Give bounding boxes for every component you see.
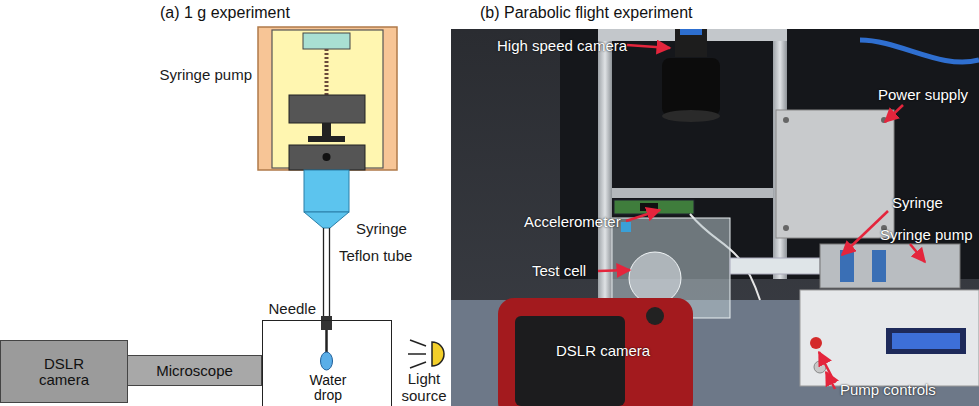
- node-text: Microscope: [156, 363, 233, 379]
- photo-label: Syringe pump: [880, 226, 973, 243]
- node-text: Water drop: [300, 373, 356, 403]
- leader-lines: [598, 45, 925, 389]
- water-drop: [321, 352, 333, 370]
- syringe: [304, 170, 349, 318]
- panel-title: (a) 1 g experiment: [160, 4, 290, 21]
- light-source: [408, 340, 444, 368]
- photo-label: Syringe: [892, 194, 943, 211]
- photo: [451, 29, 979, 406]
- photo-label: Accelerometer: [524, 213, 621, 230]
- syringe-pump: [258, 27, 397, 170]
- photo-label: Pump controls: [840, 381, 936, 398]
- part-label: Syringe pump: [159, 66, 252, 83]
- part-label: Syringe: [356, 220, 407, 237]
- node-text: DSLR camera: [32, 356, 96, 388]
- part-label: Needle: [268, 300, 316, 317]
- part-label: Light source: [396, 370, 452, 404]
- photo-label: High speed camera: [497, 37, 627, 54]
- photo-label: Power supply: [878, 86, 968, 103]
- photo-label: Test cell: [532, 262, 586, 279]
- needle: [321, 316, 332, 353]
- photo-label: DSLR camera: [556, 342, 650, 359]
- microscope-box: Microscope: [127, 355, 262, 386]
- panel-title: (b) Parabolic flight experiment: [480, 4, 693, 21]
- part-label: Teflon tube: [339, 247, 412, 264]
- test-container: Water drop: [262, 320, 392, 406]
- camera-box: DSLR camera: [0, 340, 128, 403]
